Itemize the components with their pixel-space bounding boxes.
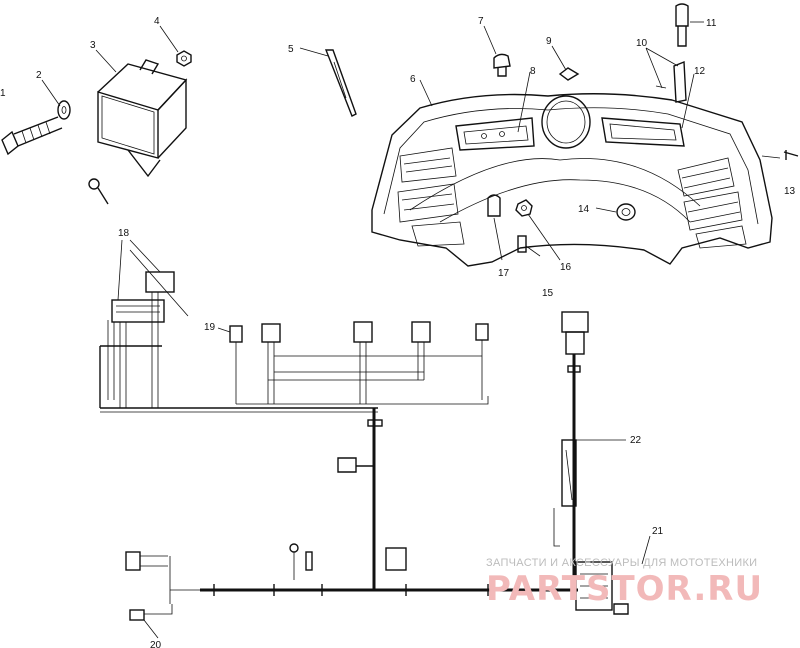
callout-14: 14 (578, 204, 590, 215)
pin-part (517, 235, 527, 253)
knob-part (493, 53, 511, 77)
callout-13: 13 (784, 186, 796, 197)
watermark-tagline: ЗАПЧАСТИ И АКСЕССУАРЫ ДЛЯ МОТОТЕХНИКИ (486, 557, 757, 569)
callout-12: 12 (694, 66, 706, 77)
washer-part (57, 100, 71, 120)
nut-part (176, 50, 192, 67)
clip-part (558, 67, 580, 81)
relay-block-lower (111, 299, 165, 323)
callout-9: 9 (546, 36, 552, 47)
dash-panel (371, 93, 773, 267)
callout-7: 7 (478, 16, 484, 27)
cable-tie-part (324, 49, 357, 117)
callout-2: 2 (36, 70, 42, 81)
callout-numbers: 1 2 3 4 5 6 7 8 9 10 11 12 13 14 15 16 1… (0, 16, 796, 648)
callout-19: 19 (204, 322, 216, 333)
relay-block (145, 271, 175, 293)
ring-terminal-part (88, 178, 109, 205)
screw-part (783, 150, 799, 160)
grommet-part (616, 203, 636, 221)
watermark: ЗАПЧАСТИ И АКСЕССУАРЫ ДЛЯ МОТОТЕХНИКИ PA… (486, 557, 763, 609)
callout-16: 16 (560, 262, 572, 273)
callout-11: 11 (706, 18, 717, 29)
bolt-part (1, 116, 63, 156)
callout-5: 5 (288, 44, 294, 55)
callout-17: 17 (498, 268, 510, 279)
callout-15: 15 (542, 288, 554, 299)
callout-18: 18 (118, 228, 130, 239)
callout-3: 3 (90, 40, 96, 51)
callout-4: 4 (154, 16, 160, 27)
plug-part (487, 194, 501, 217)
callout-8: 8 (530, 66, 536, 77)
callout-10: 10 (636, 38, 648, 49)
wiring-harness (99, 271, 629, 621)
callout-1: 1 (0, 88, 6, 99)
bulb-part (675, 3, 689, 47)
module-box-part (97, 59, 188, 178)
watermark-site: PARTSTOR.RU (486, 569, 763, 609)
callout-20: 20 (150, 640, 162, 648)
leader-lines (41, 21, 781, 639)
dash-nut-part (515, 199, 533, 217)
callout-6: 6 (410, 74, 416, 85)
callout-22: 22 (630, 435, 642, 446)
switch-part (655, 60, 687, 103)
callout-21: 21 (652, 526, 664, 537)
